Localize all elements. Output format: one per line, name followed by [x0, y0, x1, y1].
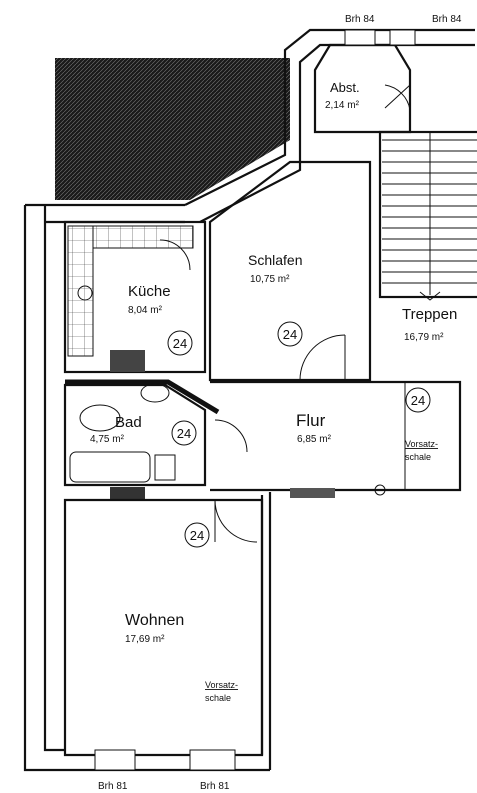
- window-marks: [94, 29, 416, 771]
- badge-treppen-text: 24: [411, 393, 425, 408]
- brh-top-2: Brh 84: [432, 14, 462, 25]
- brh-top-1: Brh 84: [345, 14, 375, 25]
- kueche-walls: [63, 220, 207, 374]
- vorsatz-flur-line2: schale: [405, 452, 431, 462]
- kueche-area: 8,04 m²: [128, 305, 163, 316]
- outer-walls: [23, 28, 475, 772]
- hatched-area: [55, 58, 290, 200]
- schlafen-walls: [208, 160, 372, 382]
- kitchen-counter-tiles: [67, 225, 94, 357]
- kueche-name: Küche: [128, 283, 171, 300]
- bad-name: Bad: [115, 414, 142, 431]
- schlafen-area: 10,75 m²: [250, 274, 290, 285]
- treppen-name: Treppen: [402, 306, 457, 323]
- brh-bottom-2: Brh 81: [200, 781, 230, 792]
- wohnen-walls: [63, 498, 264, 757]
- badge-kueche: 24: [167, 330, 193, 356]
- badge-kueche-text: 24: [173, 336, 187, 351]
- flur-walls: [210, 380, 462, 498]
- abst-walls: [313, 43, 412, 134]
- vorsatz-wohnen-line2: schale: [205, 693, 231, 703]
- badge-bad: 24: [171, 420, 197, 446]
- bad-walls: [63, 379, 220, 501]
- vorsatz-flur-line1: Vorsatz-: [405, 439, 438, 449]
- flur-area: 6,85 m²: [297, 434, 332, 445]
- badge-wohnen-text: 24: [190, 528, 204, 543]
- badge-schlafen: 24: [277, 321, 303, 347]
- abst-name: Abst.: [330, 80, 360, 95]
- bad-area: 4,75 m²: [90, 434, 125, 445]
- schlafen-name: Schlafen: [248, 252, 302, 268]
- treppen-area: 16,79 m²: [404, 332, 444, 343]
- wohnen-area: 17,69 m²: [125, 634, 165, 645]
- vorsatz-wohnen-line1: Vorsatz-: [205, 680, 238, 690]
- badge-schlafen-text: 24: [283, 327, 297, 342]
- badge-treppen: 24: [405, 387, 431, 413]
- brh-bottom-1: Brh 81: [98, 781, 128, 792]
- wohnen-name: Wohnen: [125, 612, 184, 629]
- abst-area: 2,14 m²: [325, 100, 360, 111]
- stairs: [378, 130, 477, 301]
- badge-wohnen: 24: [184, 522, 210, 548]
- flur-name: Flur: [296, 411, 326, 430]
- badge-bad-text: 24: [177, 426, 191, 441]
